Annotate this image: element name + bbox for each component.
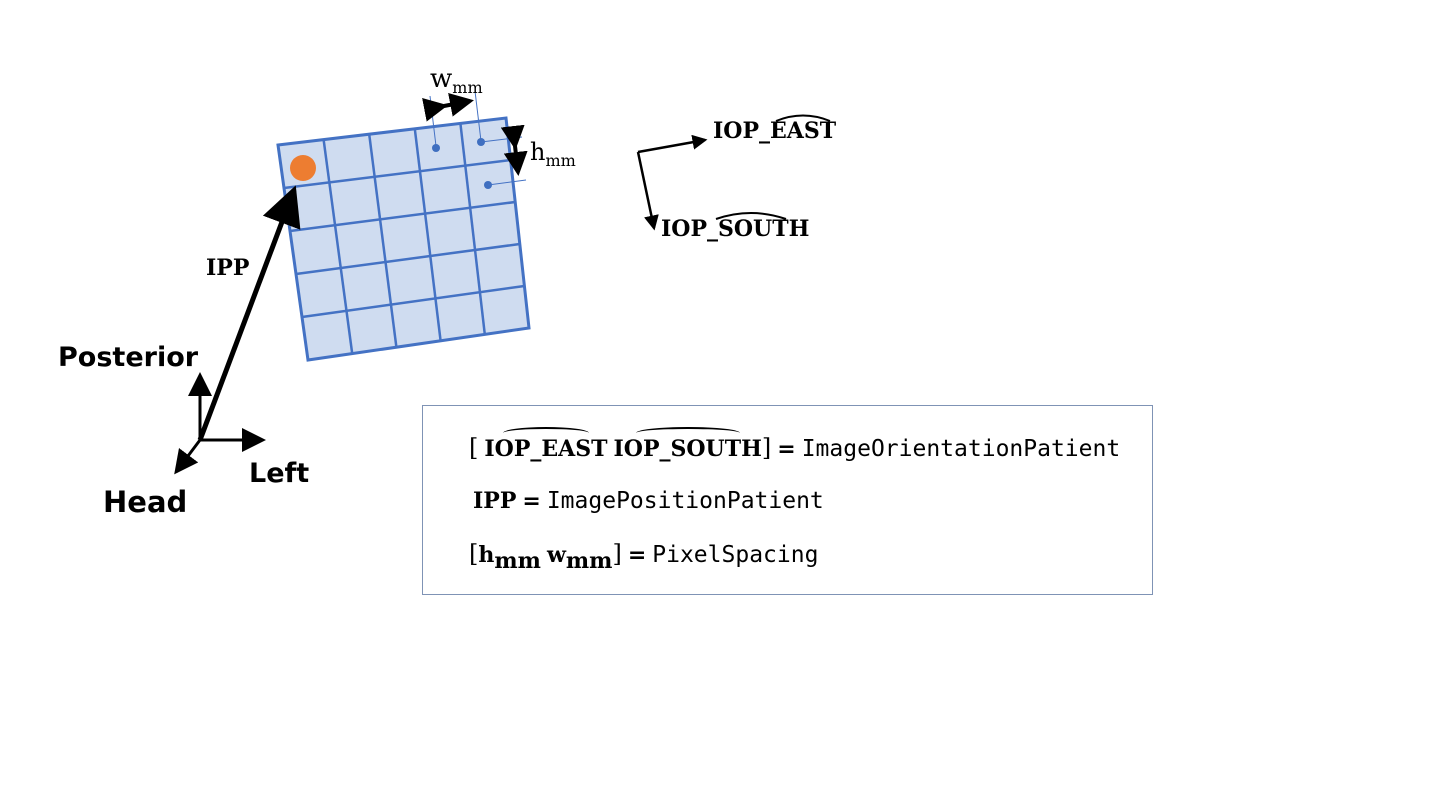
legend-box: [ IOP_EAST IOP_SOUTH] = ImageOrientation… — [422, 405, 1153, 595]
bracket-close: ] — [761, 434, 772, 462]
grid-column-line — [413, 128, 442, 341]
h-spacing-arrow — [500, 124, 528, 176]
iop-east-hat — [775, 114, 831, 122]
grid-lines — [283, 123, 525, 354]
grid-row-line — [283, 158, 511, 190]
grid-row-line — [295, 242, 520, 276]
grid-column-line — [322, 139, 354, 354]
svg-text:wmm: wmm — [430, 64, 483, 97]
posterior-label: Posterior — [58, 342, 199, 373]
head-axis-arrow — [174, 439, 202, 475]
equals-sign: = — [522, 489, 541, 514]
bracket-open: [ — [469, 540, 479, 568]
legend-iop-value: ImageOrientationPatient — [801, 436, 1121, 462]
h-mm-label: h — [530, 138, 545, 166]
left-label: Left — [249, 458, 309, 489]
ipp-vector-arrow — [197, 185, 301, 441]
w-mm-subscript: mm — [452, 78, 482, 97]
h-spacing-marker — [480, 124, 528, 186]
bracket-open: [ — [469, 434, 479, 462]
pixel-grid — [276, 116, 531, 362]
iop-south-arrow — [636, 151, 659, 231]
patient-axes — [174, 372, 266, 475]
legend-line-spacing: [hmm wmm] = PixelSpacing — [469, 540, 818, 574]
ipp-label: IPP — [206, 255, 249, 281]
origin-pixel-dot — [290, 155, 316, 181]
equals-sign: = — [777, 437, 796, 462]
legend-iop-south: IOP_SOUTH — [613, 427, 762, 462]
equals-sign: = — [627, 543, 647, 568]
legend-line-iop: [ IOP_EAST IOP_SOUTH] = ImageOrientation… — [469, 427, 1121, 463]
w-spacing-arrow — [422, 92, 474, 122]
w-mm-label: w — [430, 64, 452, 94]
legend-iop-east: IOP_EAST — [484, 427, 608, 462]
iop-east-label: IOP_EAST — [713, 118, 837, 144]
legend-h: h — [478, 542, 495, 568]
grid-column-line — [367, 134, 398, 348]
grid-row-line — [301, 284, 525, 319]
h-mm-subscript: mm — [545, 151, 575, 170]
legend-ipp: IPP — [473, 488, 517, 514]
legend-line-ipp: IPP = ImagePositionPatient — [473, 488, 824, 515]
w-spacing-marker — [422, 90, 492, 189]
legend-spacing-value: PixelSpacing — [652, 542, 819, 568]
head-label: Head — [103, 485, 187, 519]
grid-row-line — [289, 200, 516, 233]
legend-w: w — [546, 542, 566, 568]
grid-plane — [276, 116, 531, 362]
grid-column-line — [459, 123, 487, 335]
iop-south-hat — [715, 212, 787, 220]
svg-text:hmm: hmm — [530, 138, 576, 170]
iop-east-arrow — [637, 134, 708, 154]
pixel-center-dot — [432, 144, 440, 152]
legend-ipp-value: ImagePositionPatient — [546, 488, 824, 514]
legend-w-sub: mm — [565, 547, 613, 574]
legend-h-sub: mm — [494, 547, 541, 574]
bracket-close: ] — [612, 540, 622, 568]
iop-south-label: IOP_SOUTH — [661, 216, 809, 242]
